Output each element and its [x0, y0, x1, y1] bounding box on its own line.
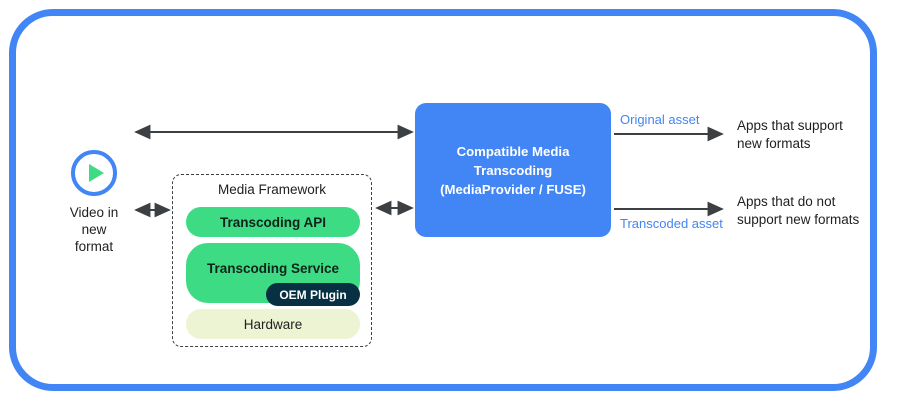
oem-plugin-badge[interactable]: OEM Plugin	[266, 283, 360, 306]
consumer-apps-no-support: Apps that do not support new formats	[737, 194, 860, 227]
video-source-group: Video in new format	[50, 150, 138, 255]
play-circle-icon	[71, 150, 117, 196]
layer-transcoding-api[interactable]: Transcoding API	[186, 207, 360, 237]
compatible-media-transcoding-box[interactable]: Compatible Media Transcoding (MediaProvi…	[415, 103, 611, 237]
media-framework-box: Media Framework Transcoding API Transcod…	[172, 174, 372, 347]
media-framework-title: Media Framework	[217, 182, 327, 197]
label-transcoded-asset: Transcoded asset	[620, 216, 723, 231]
video-source-caption: Video in new format	[69, 205, 119, 254]
layer-hardware[interactable]: Hardware	[186, 309, 360, 339]
label-original-asset: Original asset	[620, 112, 700, 127]
consumer-apps-support: Apps that support new formats	[737, 118, 843, 151]
play-triangle-icon	[88, 164, 104, 182]
